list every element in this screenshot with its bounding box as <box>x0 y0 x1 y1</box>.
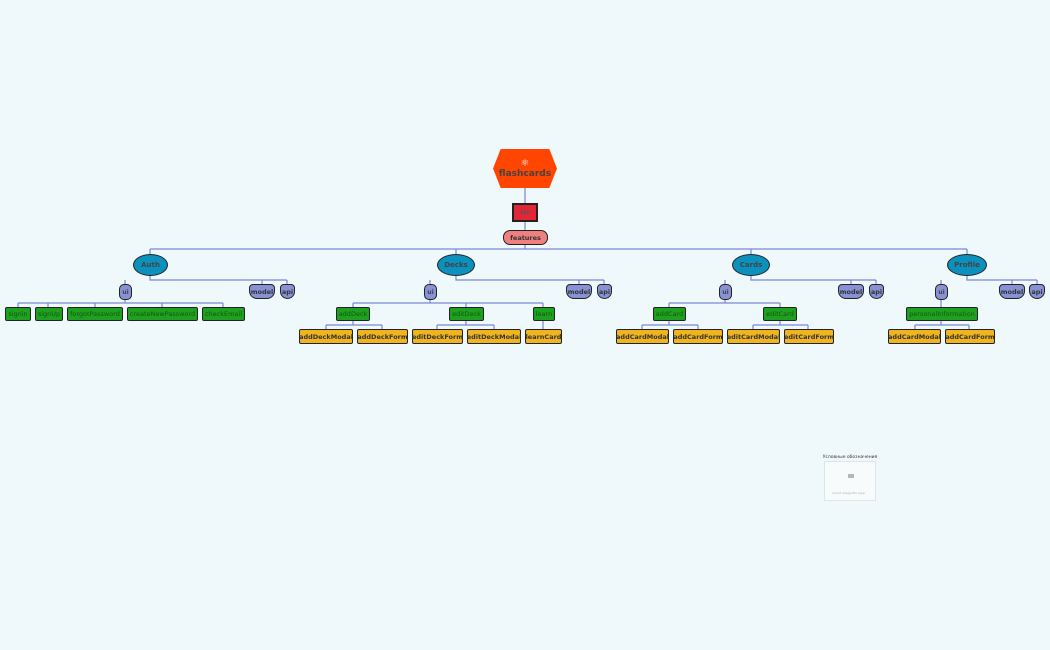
legend-subtitle: Insert image file layer <box>832 491 866 495</box>
features-node[interactable]: features <box>503 230 548 245</box>
root-label: flashcards <box>498 168 552 179</box>
decks-ui-node[interactable]: ui <box>424 284 437 300</box>
cards-leaf-add-card-form[interactable]: addCardForm <box>673 329 723 344</box>
cards-leaf-edit-card-modal[interactable]: editCardModal <box>727 329 780 344</box>
auth-component-signup[interactable]: signUp <box>35 307 63 321</box>
auth-component-signin[interactable]: signin <box>5 307 31 321</box>
legend-title: Условные обозначения <box>822 455 878 460</box>
cards-ui-node[interactable]: ui <box>719 284 732 300</box>
decks-component-edit-deck[interactable]: editDeck <box>449 307 484 321</box>
decks-api-node[interactable]: api <box>597 284 612 299</box>
group-profile[interactable]: Profile <box>947 254 987 276</box>
decks-leaf-add-deck-modal[interactable]: addDeckModal <box>299 329 353 344</box>
react-icon: ⚛ <box>520 157 530 169</box>
src-node[interactable]: src <box>512 203 538 222</box>
auth-component-check-email[interactable]: checkEmail <box>202 307 245 321</box>
cards-leaf-edit-card-form[interactable]: editCardForm <box>784 329 834 344</box>
profile-ui-node[interactable]: ui <box>935 284 948 300</box>
auth-api-node[interactable]: api <box>280 284 295 299</box>
cards-leaf-add-card-modal[interactable]: addCardModal <box>616 329 669 344</box>
decks-leaf-edit-deck-form[interactable]: editDeckForm <box>412 329 463 344</box>
decks-leaf-edit-deck-modal[interactable]: editDeckModal <box>467 329 521 344</box>
legend-panel[interactable] <box>824 461 876 501</box>
group-decks[interactable]: Decks <box>437 254 475 276</box>
cards-api-node[interactable]: api <box>869 284 884 299</box>
decks-component-add-deck[interactable]: addDeck <box>336 307 370 321</box>
cards-component-add-card[interactable]: addCard <box>653 307 686 321</box>
auth-component-forgot-password[interactable]: forgotPassword <box>67 307 123 321</box>
profile-api-node[interactable]: api <box>1029 284 1045 299</box>
profile-component-personal-information[interactable]: personalInformation <box>906 307 978 321</box>
root-node[interactable]: ⚛ flashcards <box>493 149 557 188</box>
decks-leaf-add-deck-form[interactable]: addDeckForm <box>357 329 408 344</box>
auth-ui-node[interactable]: ui <box>119 284 132 300</box>
group-auth[interactable]: Auth <box>133 254 168 276</box>
profile-model-node[interactable]: model <box>999 284 1025 299</box>
auth-component-create-new-password[interactable]: createNewPassword <box>127 307 198 321</box>
decks-component-learn[interactable]: learn <box>533 307 555 321</box>
cards-model-node[interactable]: model <box>838 284 864 299</box>
legend-sample-shape <box>848 474 854 478</box>
profile-leaf-add-card-form[interactable]: addCardForm <box>945 329 995 344</box>
auth-model-node[interactable]: model <box>249 284 275 299</box>
decks-model-node[interactable]: model <box>566 284 592 299</box>
cards-component-edit-card[interactable]: editCard <box>763 307 797 321</box>
profile-leaf-add-card-modal[interactable]: addCardModal <box>888 329 941 344</box>
group-cards[interactable]: Cards <box>732 254 770 276</box>
decks-leaf-learn-card[interactable]: learnCard <box>525 329 562 344</box>
